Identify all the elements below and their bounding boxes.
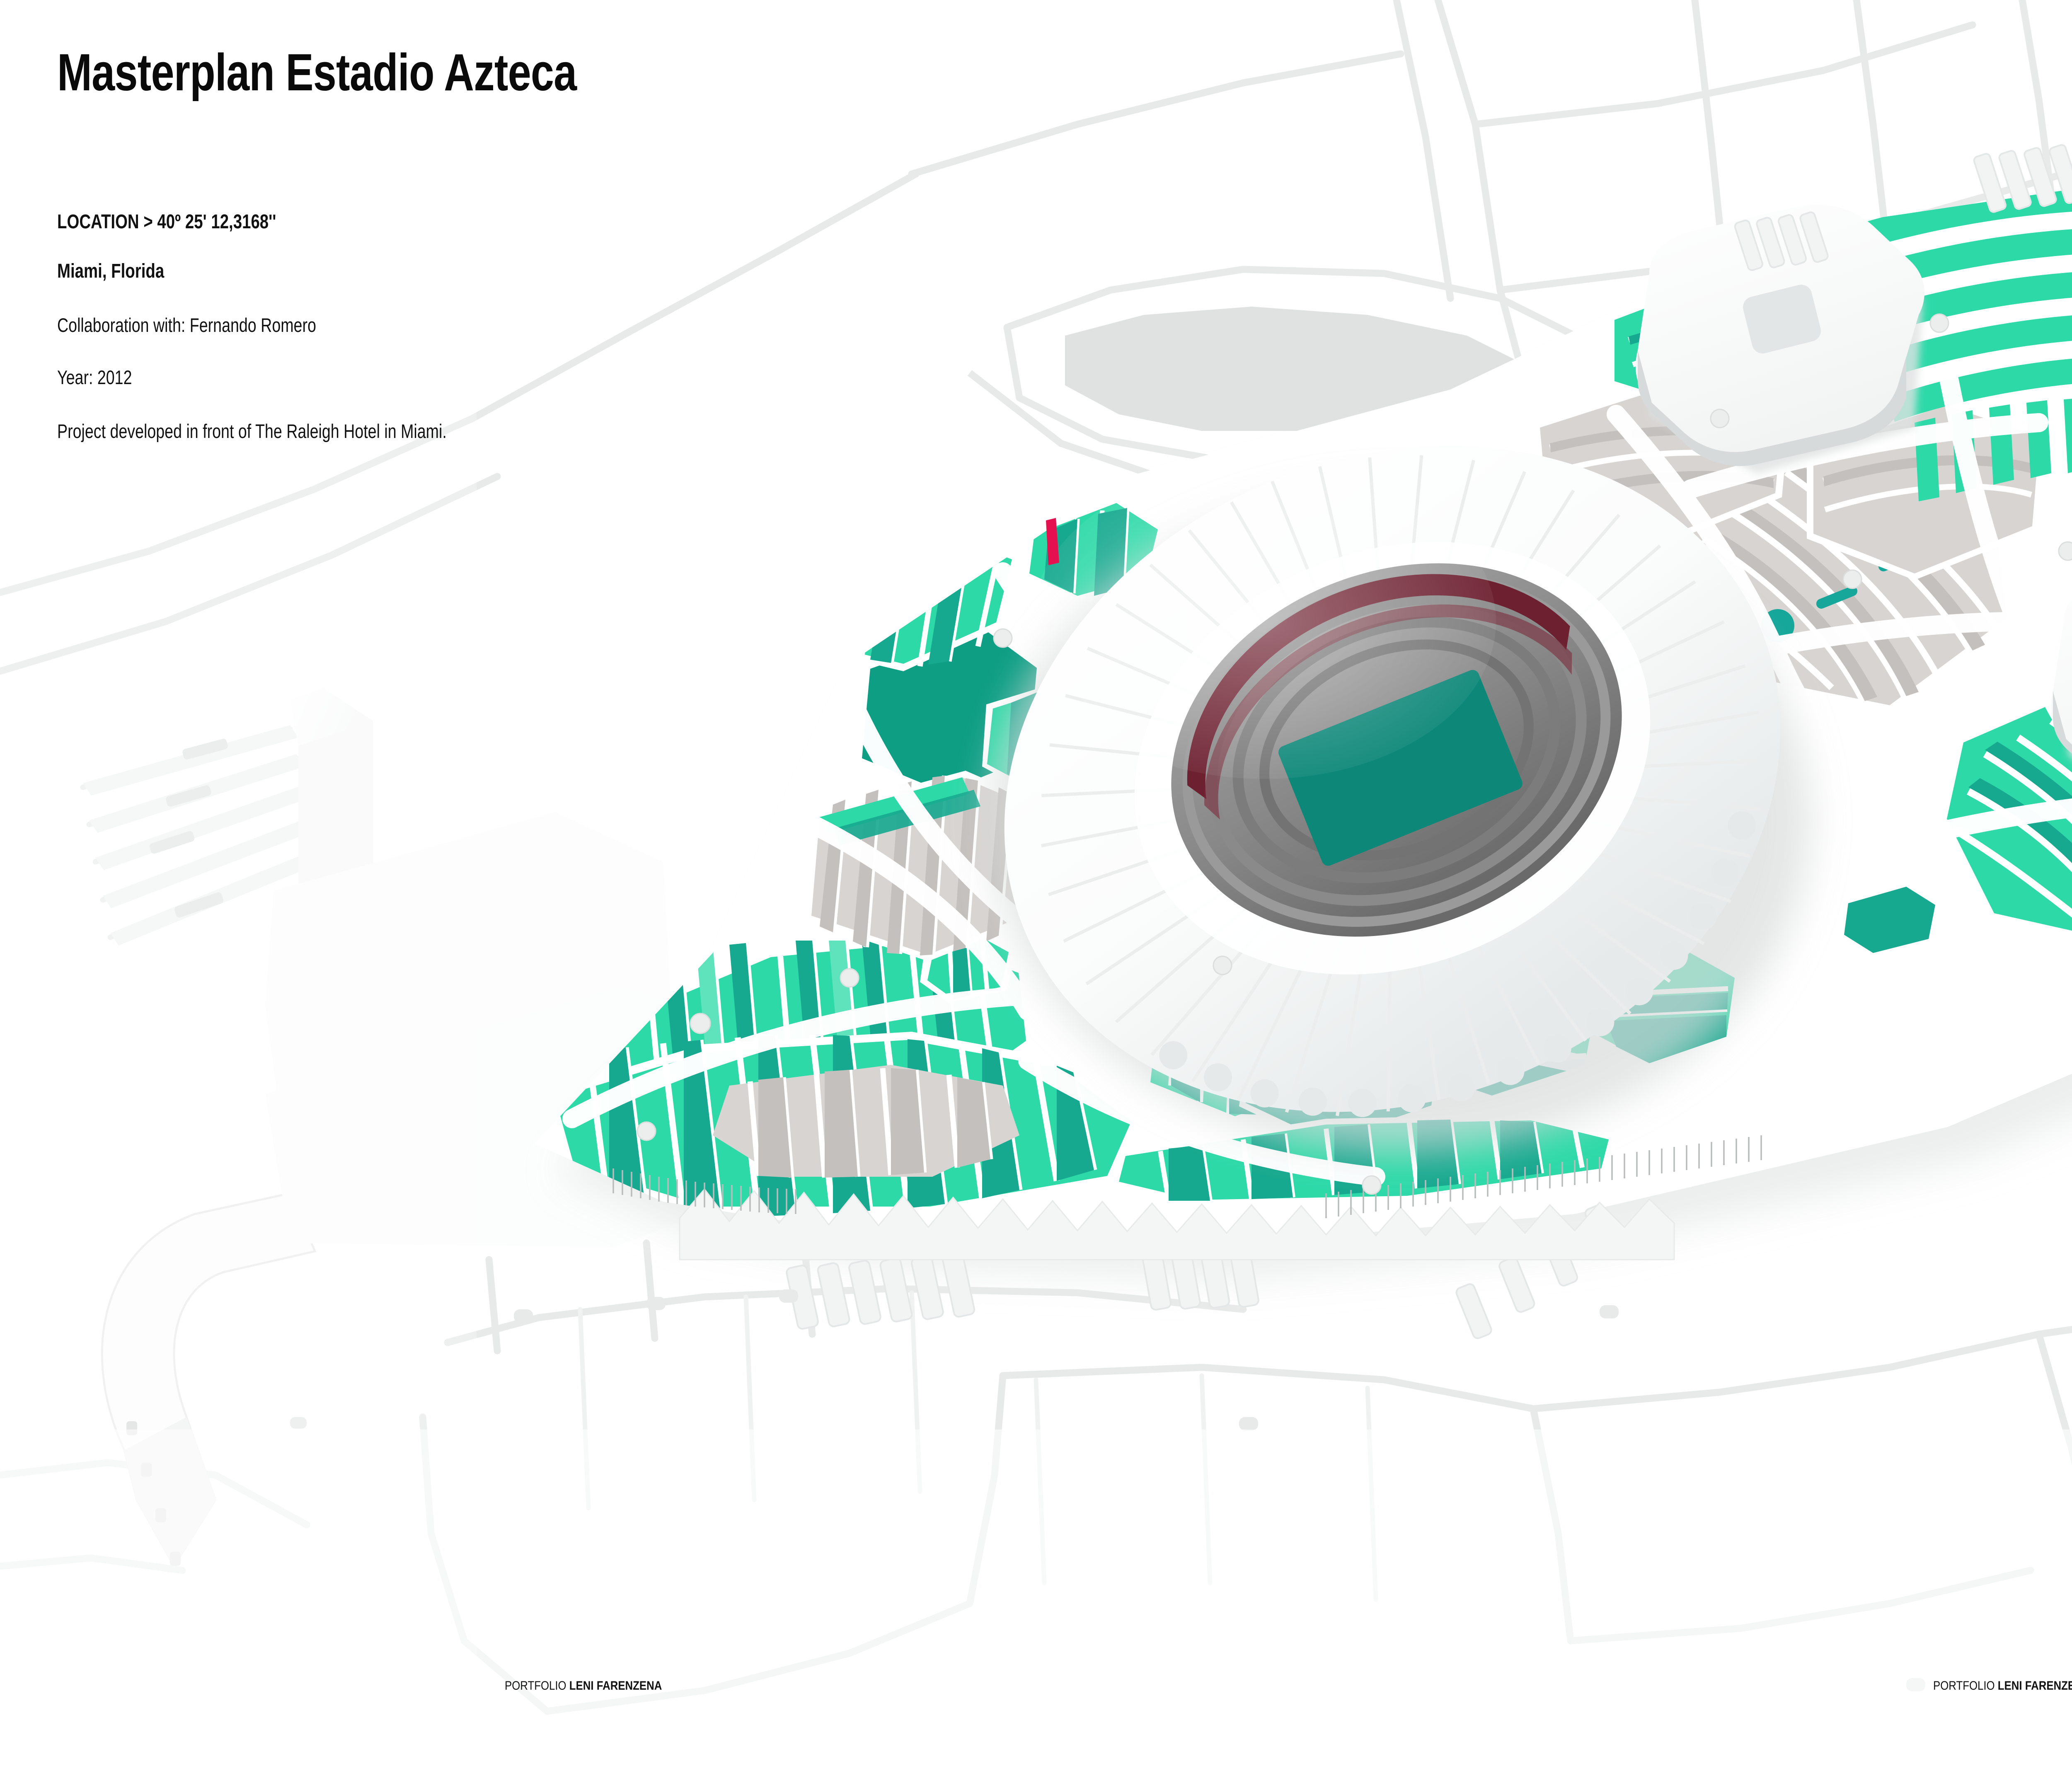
- stadium-scallops: [1159, 811, 1756, 1117]
- accent-pink-marker: [1046, 518, 1059, 565]
- collaboration-label: Collaboration with: Fernando Romero: [57, 314, 316, 336]
- page-title: Masterplan Estadio Azteca: [57, 43, 577, 102]
- footer-prefix-left: PORTFOLIO: [505, 1679, 569, 1693]
- footer-prefix-right: PORTFOLIO: [1933, 1679, 1998, 1693]
- footer-credit-right: PORTFOLIO LENI FARENZENA: [1933, 1679, 2072, 1693]
- tower-building-east: [2051, 599, 2072, 758]
- location-label: LOCATION > 40º 25' 12,3168'': [57, 211, 276, 233]
- sawtooth-edge: [679, 1188, 1675, 1260]
- description-text: Project developed in front of The Raleig…: [57, 420, 447, 443]
- stadium-bowl: [990, 446, 1811, 1152]
- cell-mint-3: [539, 1032, 1144, 1218]
- footer-credit-left: PORTFOLIO LENI FARENZENA: [505, 1679, 662, 1693]
- year-label: Year: 2012: [57, 366, 132, 388]
- lagoon: [1065, 307, 1525, 431]
- roof-skylight-north: [1743, 285, 1821, 353]
- massing-bars: [786, 144, 2072, 1339]
- site-markers: [637, 313, 2072, 1195]
- city-label: Miami, Florida: [57, 260, 165, 282]
- project-info-block: Masterplan Estadio Azteca LOCATION > 40º…: [57, 46, 596, 443]
- footer-name-left: LENI FARENZENA: [569, 1679, 662, 1693]
- footer-name-right: LENI FARENZENA: [1997, 1679, 2072, 1693]
- deck-hatch: [612, 1135, 1762, 1218]
